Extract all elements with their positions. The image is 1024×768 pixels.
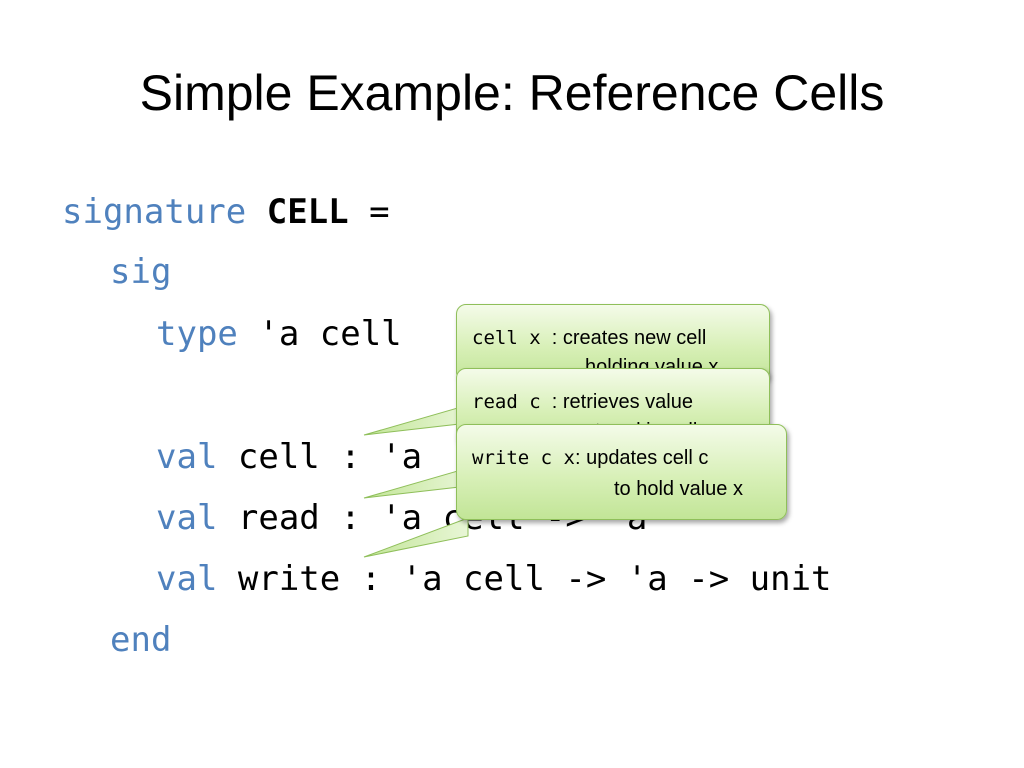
code-text: = (348, 192, 390, 232)
callout-code: read c (472, 391, 541, 413)
callout-write-line2: to hold value x (614, 478, 743, 500)
callout-pointer-read (363, 467, 469, 499)
keyword-val: val (156, 559, 218, 599)
callout-cell-line1: cell x : creates new cell (472, 325, 706, 351)
code-text: cell : 'a (217, 437, 423, 477)
keyword-type: type (156, 314, 238, 354)
callout-text: : creates new cell (551, 327, 707, 349)
keyword-sig: sig (110, 252, 172, 292)
keyword-val: val (156, 437, 218, 477)
callout-code: cell x (472, 327, 541, 349)
signature-name: CELL (266, 192, 349, 232)
callout-text: : updates cell c (574, 447, 709, 469)
slide-title: Simple Example: Reference Cells (139, 65, 885, 121)
code-line-sig: sig (110, 252, 171, 292)
callout-write: write c x: updates cell c to hold value … (456, 424, 787, 520)
code-line-end: end (110, 620, 171, 660)
code-text: write : 'a cell -> 'a -> unit (217, 559, 832, 599)
code-line-val-cell: val cell : 'a (156, 437, 422, 477)
callout-code: write c x (472, 447, 575, 469)
code-text: 'a cell (237, 314, 402, 354)
callout-write-line1: write c x: updates cell c (472, 445, 708, 471)
code-line-signature: signature CELL = (62, 192, 390, 232)
keyword-signature: signature (62, 192, 247, 232)
callout-read-line1: read c : retrieves value (472, 389, 693, 415)
callout-pointer-cell (363, 404, 469, 436)
code-text: read : 'a (217, 498, 423, 538)
callout-text: : retrieves value (551, 391, 693, 413)
code-line-type: type 'a cell (156, 314, 402, 354)
code-line-val-write: val write : 'a cell -> 'a -> unit (156, 559, 832, 599)
callout-pointer-write (363, 517, 469, 558)
keyword-val: val (156, 498, 218, 538)
keyword-end: end (110, 620, 172, 660)
